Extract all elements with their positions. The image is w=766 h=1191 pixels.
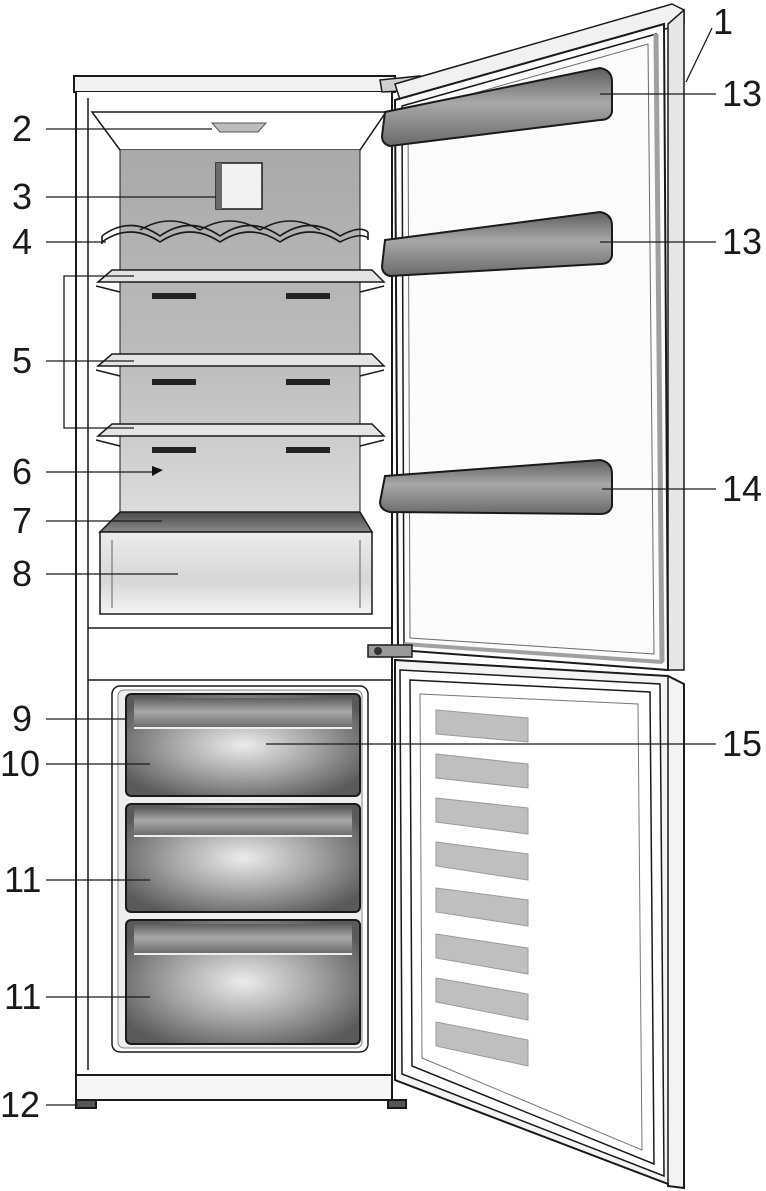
freezer-door-stripes [435, 709, 529, 1067]
freezer-drawer [125, 919, 361, 1045]
door-shelf [378, 458, 613, 516]
callout-15: 15 [722, 723, 763, 764]
wine-rack [101, 220, 369, 244]
bracket-5 [63, 275, 134, 429]
callout-8: 8 [12, 553, 33, 594]
callout-5: 5 [12, 340, 33, 381]
glass-shelf [95, 353, 386, 385]
glass-shelves [95, 269, 386, 453]
callout-11b: 11 [4, 976, 42, 1017]
thermostat-box [215, 162, 263, 210]
door-shelf [380, 66, 613, 148]
freezer-drawer [125, 693, 361, 797]
callout-3: 3 [12, 176, 33, 217]
freezer-drawer [125, 803, 361, 913]
glass-shelf [95, 269, 386, 299]
middle-hinge [367, 644, 413, 658]
callout-4: 4 [12, 221, 33, 262]
leader-line-1 [685, 27, 713, 83]
glass-shelf [95, 423, 386, 453]
callout-11a: 11 [4, 859, 42, 900]
callout-7: 7 [12, 500, 33, 541]
drain-channel-marker [152, 466, 163, 476]
crisper-cover [98, 511, 374, 533]
door-shelf [380, 210, 613, 278]
callout-13b: 13 [722, 221, 763, 262]
callout-14: 14 [722, 468, 763, 509]
callout-9: 9 [12, 698, 33, 739]
interior-light [210, 122, 268, 133]
callout-6: 6 [12, 451, 33, 492]
freezer-drawers [125, 693, 361, 1045]
callout-1: 1 [713, 1, 734, 42]
crisper [99, 531, 373, 615]
callout-12: 12 [0, 1084, 41, 1125]
callout-10: 10 [0, 743, 41, 784]
callout-13a: 13 [722, 73, 763, 114]
door-shelves [378, 66, 613, 516]
callout-2: 2 [12, 108, 33, 149]
freezer-door [394, 658, 685, 1190]
leader-lines [46, 27, 716, 1106]
